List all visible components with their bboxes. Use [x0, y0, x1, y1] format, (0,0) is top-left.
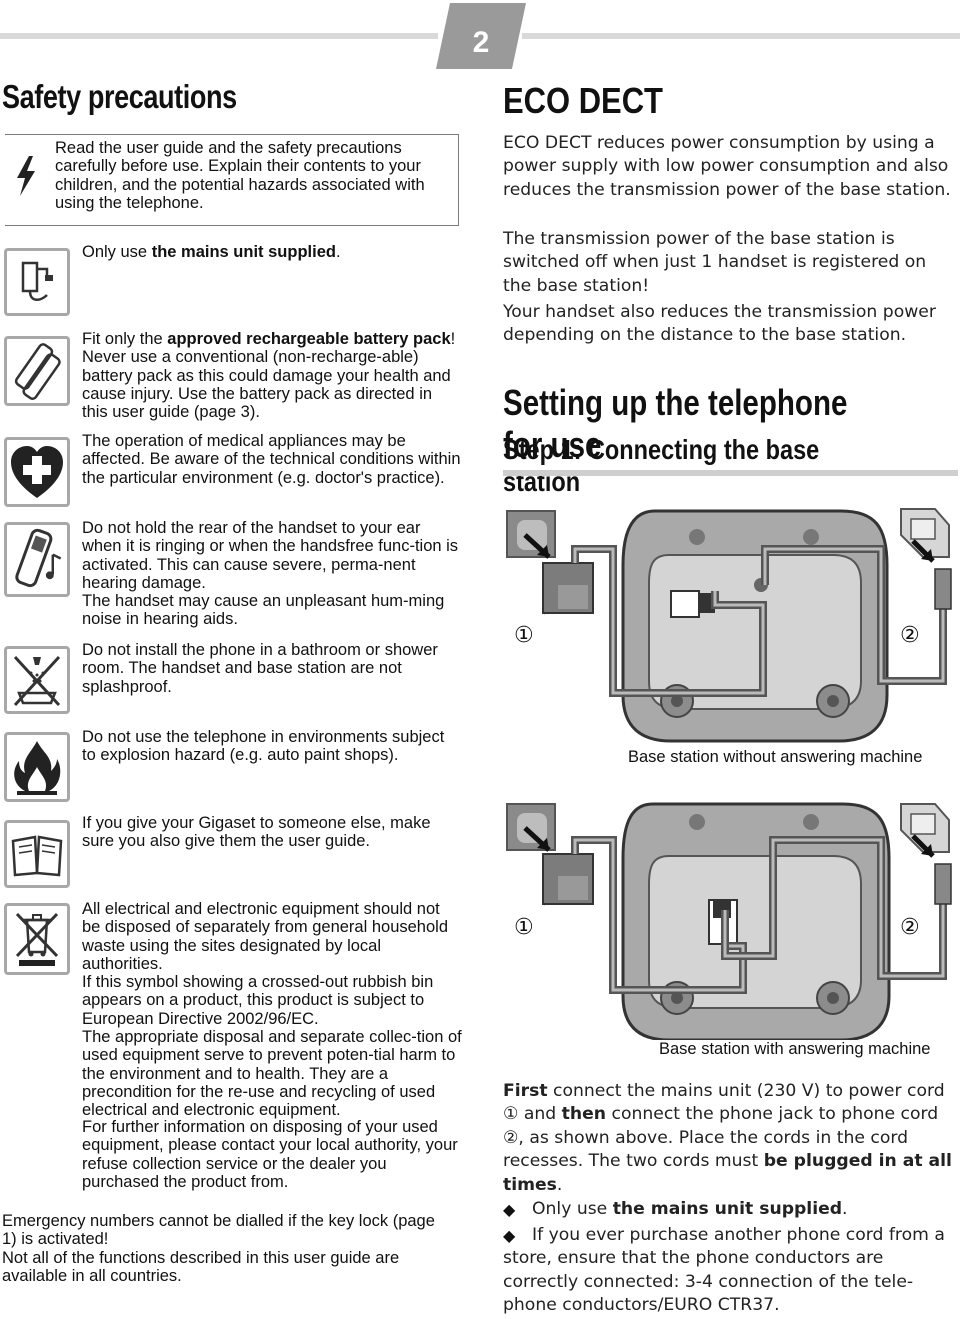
hearing-aid-text: The handset may cause an unpleasant hum-…	[82, 592, 445, 629]
battery-text: Fit only the approved rechargeable batte…	[82, 330, 456, 422]
diamond-bullet-icon: ◆	[503, 1202, 516, 1219]
setup-title: Setting up the telephone for use	[503, 382, 848, 465]
page-number: 2	[472, 26, 490, 59]
mains-unit-icon	[4, 248, 70, 316]
base-station-figure-2	[503, 800, 958, 1042]
connect-instructions: First connect the mains unit (230 V) to …	[503, 1081, 952, 1195]
step-title: Step 1: Connecting the base station	[503, 434, 820, 497]
eco-paragraph-1: ECO DECT reduces power consumption by us…	[503, 133, 951, 200]
step-rule	[503, 470, 958, 476]
disposal-text-1: All electrical and electronic equipment …	[82, 900, 448, 973]
medical-text: The operation of medical appliances may …	[82, 432, 461, 487]
functions-note: Not all of the functions described in th…	[2, 1249, 400, 1286]
bullet-mains-unit: Only use the mains unit supplied.	[532, 1199, 848, 1219]
disposal-text-3: The appropriate disposal and separate co…	[82, 1028, 462, 1120]
no-shower-icon	[4, 646, 70, 714]
disposal-text-4: For further information on disposing of …	[82, 1118, 458, 1191]
warning-bolt-icon	[14, 156, 38, 196]
intro-text: Read the user guide and the safety preca…	[55, 139, 425, 212]
cord-label-1a: ①	[514, 622, 534, 647]
hearing-text: Do not hold the rear of the handset to y…	[82, 519, 459, 592]
eco-paragraph-3: Your handset also reduces the transmissi…	[503, 302, 936, 346]
explosion-text: Do not use the telephone in environments…	[82, 728, 445, 765]
cord-label-1b: ①	[514, 914, 534, 939]
battery-icon	[4, 336, 70, 406]
safety-title: Safety precautions	[2, 78, 237, 115]
eco-dect-title: ECO DECT	[503, 80, 663, 121]
caption-with-am: Base station with answering machine	[659, 1040, 931, 1058]
diamond-bullet-icon: ◆	[503, 1228, 516, 1245]
bullet-phone-cord: If you ever purchase another phone cord …	[503, 1225, 945, 1316]
crossed-bin-icon	[4, 903, 70, 975]
cord-label-2b: ②	[900, 914, 920, 939]
emergency-note: Emergency numbers cannot be dialled if t…	[2, 1212, 435, 1249]
base-station-figure-1	[503, 505, 958, 743]
intro-box	[5, 134, 459, 226]
eco-paragraph-2: The transmission power of the base stati…	[503, 229, 927, 296]
flame-icon	[4, 732, 70, 802]
medical-cross-icon	[4, 437, 70, 507]
disposal-text-2: If this symbol showing a crossed-out rub…	[82, 973, 434, 1028]
header-rule-right	[522, 33, 960, 39]
book-icon	[4, 820, 70, 888]
mains-text: Only use the mains unit supplied.	[82, 243, 341, 261]
caption-without-am: Base station without answering machine	[628, 748, 923, 766]
handset-ear-icon	[4, 522, 70, 597]
cord-label-2a: ②	[900, 622, 920, 647]
bathroom-text: Do not install the phone in a bathroom o…	[82, 641, 438, 696]
header-rule-left	[0, 33, 438, 39]
giveaway-text: If you give your Gigaset to someone else…	[82, 814, 431, 851]
